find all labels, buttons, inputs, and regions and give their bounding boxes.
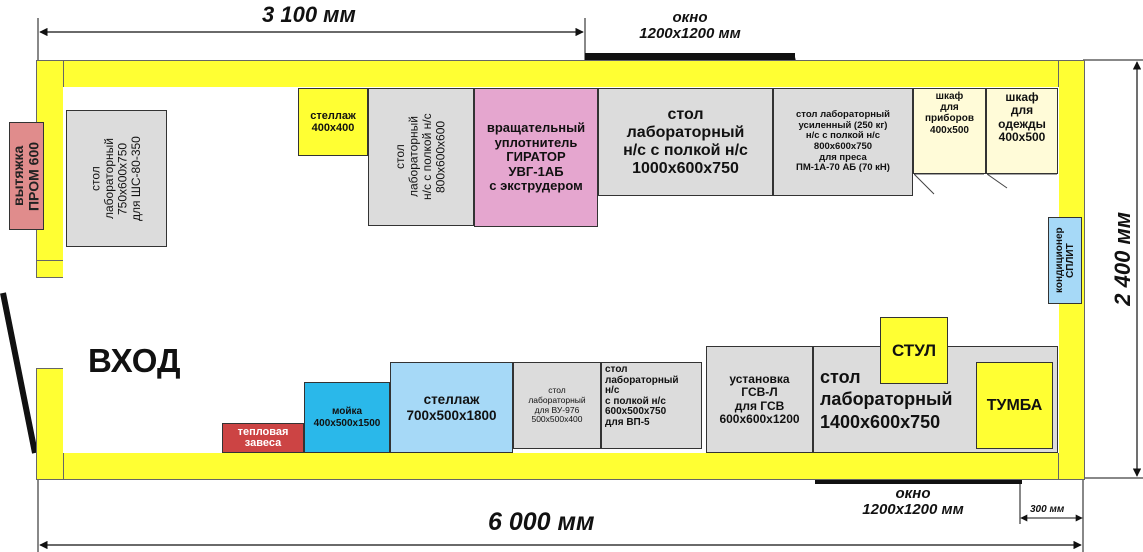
rack-big: стеллаж 700х500х1800 [390,362,513,453]
wall-left-lower [36,368,64,480]
top-window-label: окно 1200х1200 мм [639,9,741,42]
offset-label: 300 мм [1030,504,1065,515]
rack-small: стеллаж 400х400 [298,88,368,156]
table-vu: стол лабораторный для ВУ-976 500х500х400 [513,362,601,449]
bottom-window-label: окно 1200х1200 мм [862,485,964,518]
wall-top [36,60,1085,88]
cabinet-clothes: шкаф для одежды 400х500 [986,88,1058,174]
cabinet-devices: шкаф для приборов 400х500 [913,88,986,174]
sink: мойка 400х500х1500 [304,382,390,453]
table-vp: стол лабораторный н/с с полкой н/с 600х5… [601,362,702,449]
wall-bottom [36,452,1085,480]
entrance-label: ВХОД [88,342,181,379]
heat-curtain: тепловая завеса [222,423,304,453]
gyrator: вращательный уплотнитель ГИРАТОР УВГ-1АБ… [474,88,598,227]
door-gap [63,277,66,369]
table-big: стол лабораторный н/с с полкой н/с 1000х… [598,88,773,196]
table-left: стол лабораторный 750х600х750 для ШС-80-… [66,110,167,247]
gsv-installation: установка ГСВ-Л для ГСВ 600х600х1200 [706,346,813,453]
cabinet-clothes-door [986,173,1057,196]
top-width-label: 3 100 мм [262,2,356,27]
table-shelf-small: стол лабораторный н/с с полкой н/с 800х6… [368,88,474,226]
right-height-label: 2 400 мм [1110,212,1135,306]
ac-label: кондиционер СПЛИТ [1048,217,1082,304]
table-reinforced: стол лабораторный усиленный (250 кг) н/с… [773,88,913,196]
bottom-width-label: 6 000 мм [488,508,595,536]
hood-label: вытяжка ПРОМ 600 [9,122,44,230]
cabinet-devices-door [913,173,984,196]
nightstand: ТУМБА [976,362,1053,449]
chair: СТУЛ [880,317,948,384]
